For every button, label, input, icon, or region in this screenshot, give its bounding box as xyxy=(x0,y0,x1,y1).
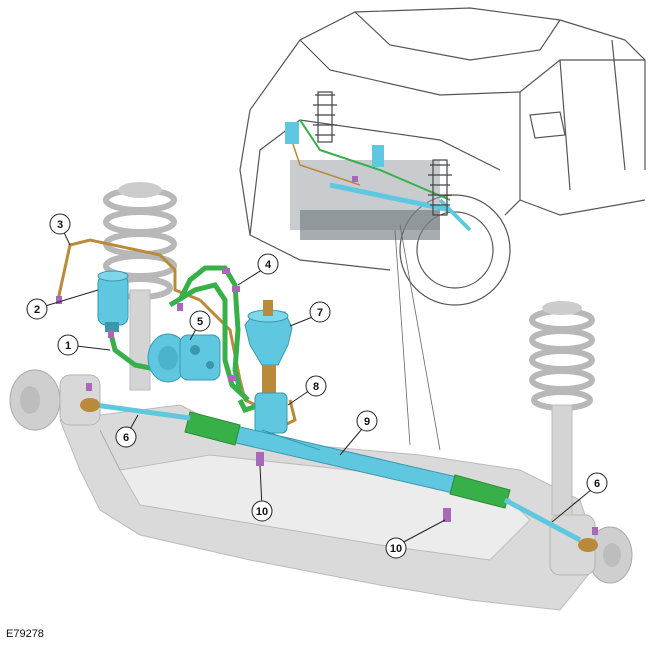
hub-right xyxy=(549,514,633,584)
callout-circle xyxy=(251,500,273,522)
valve-housing xyxy=(254,392,288,434)
callout-label: 5 xyxy=(197,316,203,328)
rack-mounting-bolts xyxy=(256,452,451,522)
strut-mount-right xyxy=(542,301,582,315)
callout-label: 9 xyxy=(364,416,370,428)
callout-circle xyxy=(305,375,327,397)
callout-circle xyxy=(49,213,71,235)
callout-label: 2 xyxy=(34,304,40,316)
steering-column-boot xyxy=(244,300,293,395)
tie-rod-left xyxy=(80,398,191,421)
vehicle-spring-right xyxy=(428,159,452,216)
spring-right xyxy=(529,308,595,411)
callout-c5: 5 xyxy=(189,310,211,332)
callout-circle xyxy=(257,253,279,275)
callout-c9: 9 xyxy=(356,410,378,432)
callout-circle xyxy=(309,301,331,323)
engine-bay-detail xyxy=(285,119,472,240)
callout-circle xyxy=(586,472,608,494)
vehicle-spring-left xyxy=(313,91,337,143)
strut-left xyxy=(129,289,151,391)
callout-label: 6 xyxy=(594,478,600,490)
strut-mount-left xyxy=(118,182,162,198)
callout-c1: 1 xyxy=(57,334,79,356)
callout-c6a: 6 xyxy=(115,426,137,448)
callout-circle xyxy=(57,334,79,356)
hub-left xyxy=(9,369,101,431)
callout-circle xyxy=(385,537,407,559)
callout-circle xyxy=(26,298,48,320)
callout-circle xyxy=(356,410,378,432)
callout-c3: 3 xyxy=(49,213,71,235)
strut-right xyxy=(551,404,573,516)
power-steering-pump xyxy=(147,333,221,383)
fluid-reservoir xyxy=(97,270,129,332)
callout-c10b: 10 xyxy=(385,537,407,559)
callout-label: 8 xyxy=(313,381,319,393)
callout-c10a: 10 xyxy=(251,500,273,522)
pipe-clips xyxy=(56,176,598,535)
figure-code: E79278 xyxy=(6,628,44,640)
pipe-pressure-green xyxy=(107,265,261,414)
callout-label: 6 xyxy=(123,432,129,444)
vehicle-outline xyxy=(239,7,646,306)
callout-circle xyxy=(189,310,211,332)
callout-label: 10 xyxy=(256,506,268,518)
callout-label: 7 xyxy=(317,307,323,319)
callout-circle xyxy=(115,426,137,448)
callout-c8: 8 xyxy=(305,375,327,397)
callout-label: 3 xyxy=(57,219,63,231)
callouts: 1 2 3 4 5 6 6 7 8 9 10 10 xyxy=(26,213,608,559)
callout-c6b: 6 xyxy=(586,472,608,494)
callout-label: 4 xyxy=(265,259,272,271)
inset-leader-lines xyxy=(394,224,441,451)
callout-c2: 2 xyxy=(26,298,48,320)
steering-rack xyxy=(184,411,511,509)
callout-label: 10 xyxy=(390,543,402,555)
tie-rod-right xyxy=(503,497,598,552)
callout-c7: 7 xyxy=(309,301,331,323)
callout-label: 1 xyxy=(65,340,71,352)
callout-c4: 4 xyxy=(257,253,279,275)
